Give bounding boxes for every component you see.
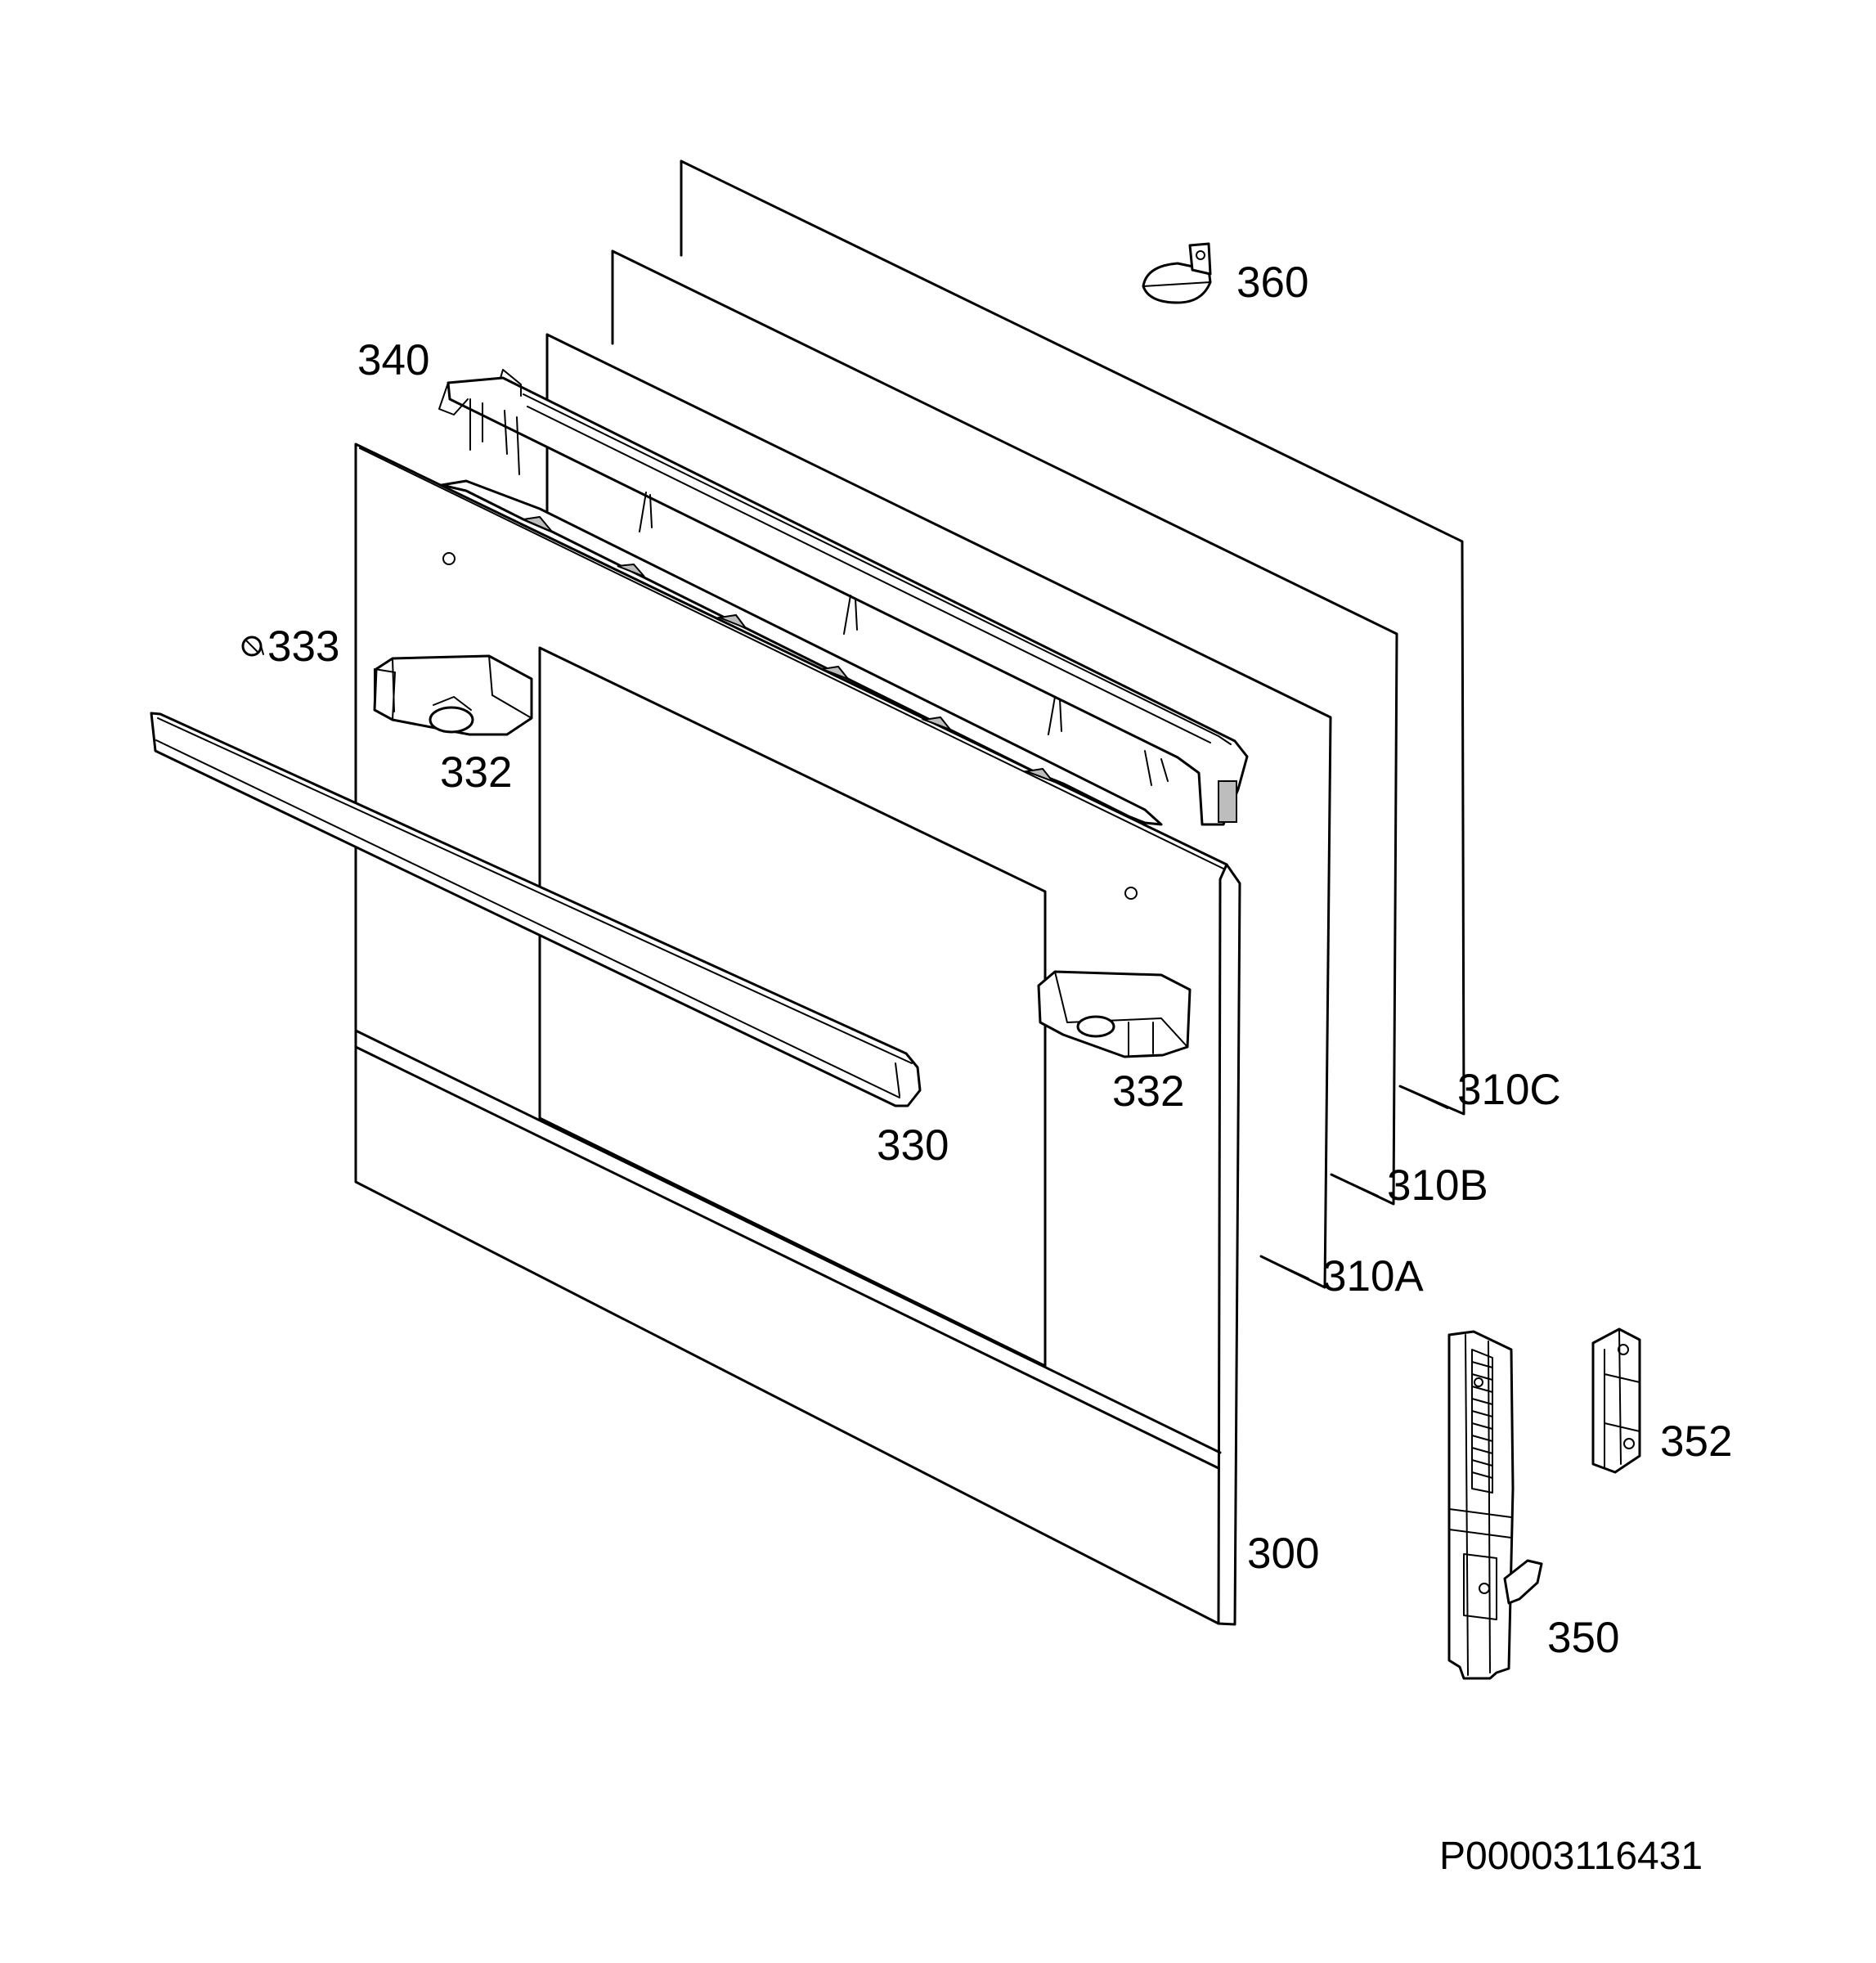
label-350: 350	[1547, 1614, 1619, 1662]
label-333: 333	[267, 622, 339, 671]
label-310b: 310B	[1387, 1161, 1488, 1210]
label-352: 352	[1660, 1417, 1732, 1466]
hinge-bracket-332-right	[1037, 970, 1192, 1058]
hinge-bracket-332-left	[373, 654, 533, 736]
hinge-350	[1447, 1330, 1543, 1680]
label-310c: 310C	[1457, 1066, 1561, 1114]
leader-line-310b	[1331, 1174, 1379, 1197]
label-332-left: 332	[440, 748, 512, 797]
label-340: 340	[357, 336, 429, 384]
label-300: 300	[1247, 1530, 1319, 1578]
door-handle-330	[150, 712, 922, 1107]
leader-line-310c	[1399, 1085, 1448, 1109]
drawing-code: P00003116431	[1439, 1835, 1703, 1878]
label-332-right: 332	[1112, 1067, 1184, 1116]
door-panel-300	[354, 442, 1241, 1626]
door-top-profile-340	[438, 369, 1249, 826]
leader-line-310a	[1260, 1256, 1309, 1279]
label-310a: 310A	[1322, 1252, 1424, 1300]
glass-clip-360	[1142, 242, 1212, 304]
hinge-receiver-352	[1591, 1327, 1641, 1474]
glass-panel-310c-outline	[680, 159, 1465, 1116]
glass-panel-310b	[611, 249, 1398, 1206]
label-330: 330	[877, 1121, 949, 1170]
label-360: 360	[1236, 258, 1308, 307]
screw-333	[241, 636, 264, 657]
